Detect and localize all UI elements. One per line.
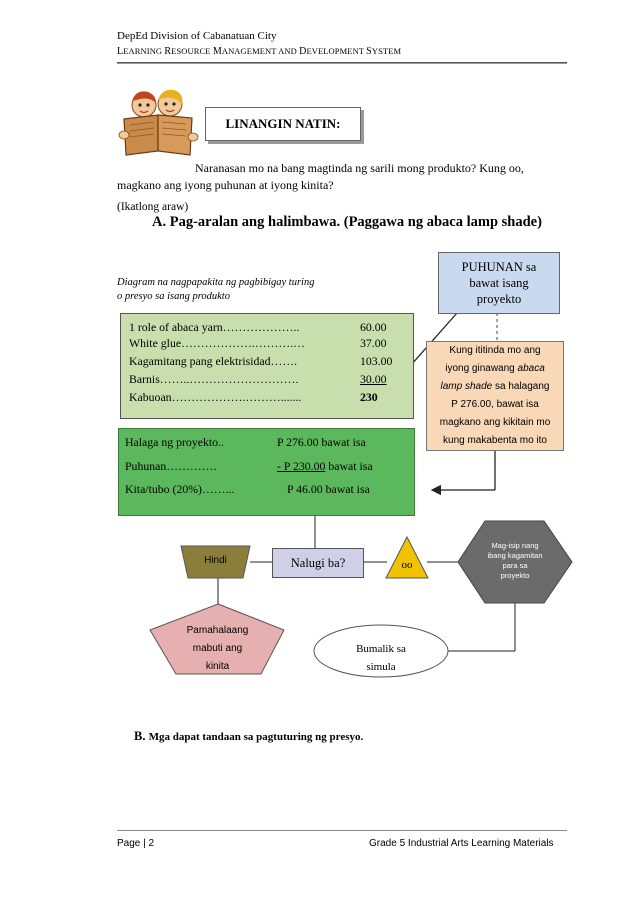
nalugi-box: Nalugi ba? — [272, 548, 364, 578]
pamahalaang-line: kinita — [205, 661, 230, 672]
puhunan-box-line: proyekto — [476, 292, 522, 306]
bumalik-shape — [313, 624, 449, 678]
kung-line: P 276.00, bawat isa — [451, 399, 539, 410]
materials-cost-box: 1 role of abaca yarn……………….. 60.00 White… — [120, 313, 414, 419]
kung-text: sa halagang — [492, 381, 550, 392]
bumalik-label: Bumalik sa simula — [320, 640, 442, 676]
material-cost: 30.00 — [360, 372, 387, 386]
material-cost: 37.00 — [360, 336, 387, 350]
material-item: Barnis……..………………………. — [129, 372, 299, 386]
pamahalaang-line: mabuti ang — [192, 643, 243, 654]
header-part: YSTEM — [371, 46, 402, 56]
magisip-line: ibang kagamitan — [487, 551, 543, 560]
hindi-label: Hindi — [204, 555, 227, 566]
header-rule-thin — [117, 63, 567, 64]
material-total-label: Kabuoan……………….………....... — [129, 390, 302, 404]
caption-line: Diagram na nagpapakita ng pagbibigay tur… — [117, 277, 315, 288]
intro-line-1: Naranasan mo na bang magtinda ng sarili … — [195, 161, 524, 175]
intro-paragraph: Naranasan mo na bang magtinda ng sarili … — [117, 160, 564, 194]
diagram-caption: Diagram na nagpapakita ng pagbibigay tur… — [117, 276, 357, 304]
header-system: LEARNING RESOURCE MANAGEMENT AND DEVELOP… — [117, 46, 401, 57]
kita-value: P 46.00 bawat isa — [287, 482, 370, 496]
header-part: L — [117, 46, 124, 57]
material-cost: 60.00 — [360, 320, 387, 334]
puhunan-box-line: PUHUNAN sa — [461, 260, 537, 274]
puhunan-value: - P 230.00 bawat isa — [277, 459, 373, 474]
bumalik-line: simula — [366, 661, 396, 673]
kung-italic: abaca — [517, 363, 545, 374]
header-division: DepEd Division of Cabanatuan City — [117, 30, 277, 42]
kung-line: kung makabenta mo ito — [443, 435, 547, 446]
caption-line: o presyo sa isang produkto — [117, 291, 230, 302]
oo-label: oo — [401, 559, 413, 571]
magisip-line: Mag-isip nang — [491, 541, 539, 550]
magisip-label: Mag-isip nang ibang kagamitan para sa pr… — [470, 541, 560, 581]
puhunan-amount: - P 230.00 — [277, 459, 326, 473]
material-item: White glue……………….……….… — [129, 336, 305, 350]
footer-title: Grade 5 Industrial Arts Learning Materia… — [369, 838, 554, 849]
kung-line: lamp shade sa halagang — [440, 378, 551, 396]
section-b-letter: B. — [134, 729, 146, 743]
puhunan-label: Puhunan…………. — [125, 459, 217, 473]
material-cost: 103.00 — [360, 354, 393, 368]
puhunan-box: PUHUNAN sa bawat isang proyekto — [438, 252, 560, 314]
footer-rule — [117, 830, 567, 831]
kids-reading-clipart — [118, 89, 199, 156]
halaga-value: P 276.00 bawat isa — [277, 435, 366, 449]
oo-shape — [385, 535, 429, 579]
pamahalaang-shape — [149, 603, 285, 675]
header-part: M — [212, 46, 222, 57]
kung-line: iyong ginawang abaca — [440, 360, 551, 378]
page-number: Page | 2 — [117, 838, 155, 849]
kung-line: Kung ititinda mo ang — [449, 345, 541, 356]
header-part: R — [164, 46, 172, 57]
kung-ititinda-box: Kung ititinda mo ang iyong ginawang abac… — [426, 341, 564, 451]
section-b-title: B. Mga dapat tandaan sa pagtuturing ng p… — [134, 729, 363, 744]
magisip-line: proyekto — [500, 571, 530, 580]
material-item: Kagamitang pang elektrisidad……. — [129, 354, 298, 368]
pricing-box: Halaga ng proyekto.. P 276.00 bawat isa … — [118, 428, 415, 516]
bumalik-line: Bumalik sa — [356, 643, 406, 655]
intro-line-2: magkano ang iyong puhunan at iyong kinit… — [117, 178, 334, 192]
kita-label: Kita/tubo (20%)……... — [125, 482, 235, 496]
header-rule — [117, 62, 567, 63]
hindi-shape — [180, 545, 251, 579]
magisip-shape — [457, 520, 573, 604]
header-part: EVELOPMENT — [306, 46, 367, 56]
pamahalaang-label: Pamahalaang mabuti ang kinita — [165, 622, 270, 676]
kung-text: iyong ginawang — [445, 363, 518, 374]
puhunan-unit: bawat isa — [325, 459, 373, 473]
section-a-title: A. Pag-aralan ang halimbawa. (Paggawa ng… — [152, 214, 542, 230]
halaga-label: Halaga ng proyekto.. — [125, 435, 224, 449]
section-b-text: Mga dapat tandaan sa pagtuturing ng pres… — [148, 731, 364, 743]
linangin-natin-label: LINANGIN NATIN: — [205, 107, 361, 141]
material-total-value: 230 — [360, 390, 378, 404]
header-part: ESOURCE — [171, 46, 213, 56]
header-part: EARNING — [123, 46, 165, 56]
header-part: D — [299, 46, 307, 57]
magisip-line: para sa — [502, 561, 528, 570]
header-part: S — [366, 46, 372, 57]
pamahalaang-line: Pamahalaang — [186, 625, 249, 636]
material-item: 1 role of abaca yarn……………….. — [129, 320, 300, 334]
day-label: (Ikatlong araw) — [117, 201, 189, 213]
kung-italic: lamp shade — [440, 381, 493, 392]
kung-line: magkano ang kikitain mo — [439, 417, 551, 428]
header-part: ANAGEMENT AND — [221, 46, 300, 56]
puhunan-box-line: bawat isang — [469, 276, 529, 290]
